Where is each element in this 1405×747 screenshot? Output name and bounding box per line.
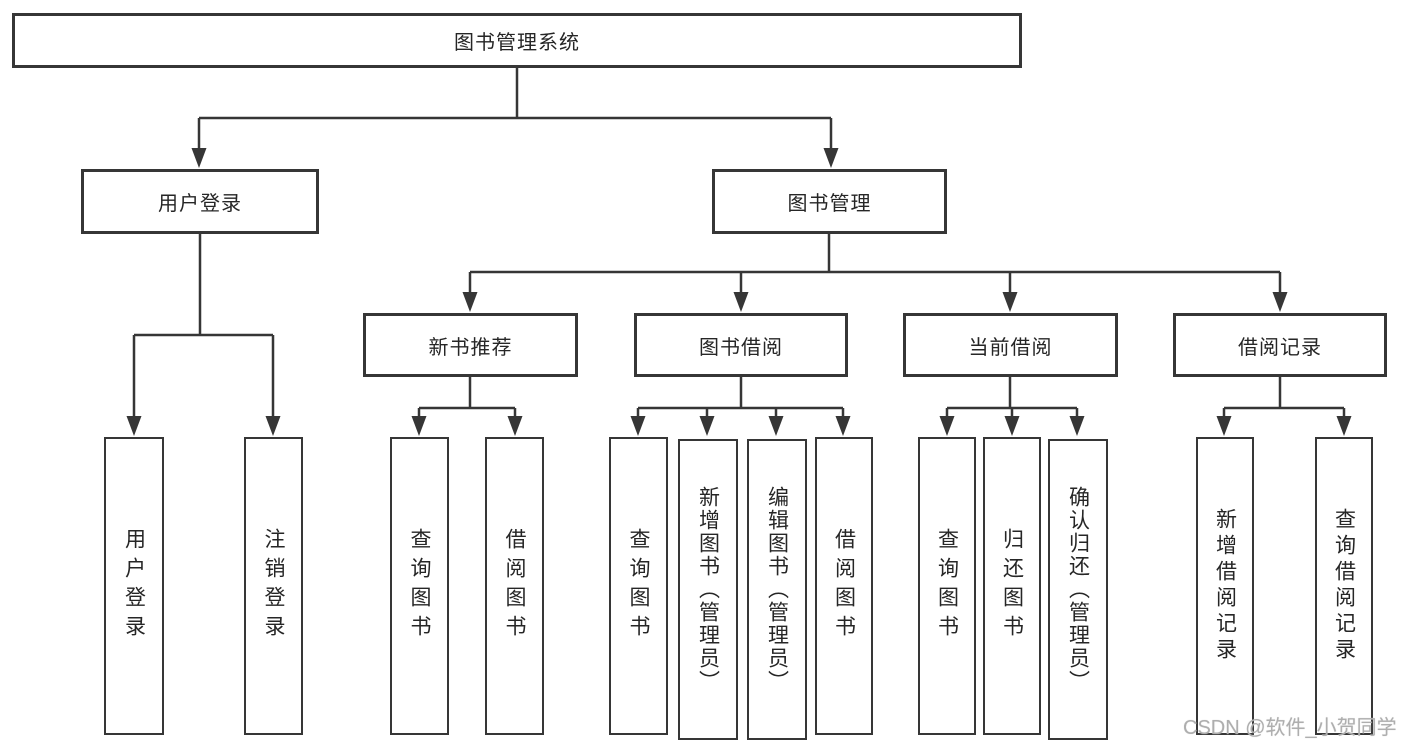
leaf-borrow-books-borrow: 借阅图书 xyxy=(815,437,873,735)
leaf-return-books: 归还图书 xyxy=(983,437,1041,735)
arrowhead-icon xyxy=(939,416,955,436)
connector-current-children xyxy=(939,377,1085,436)
csdn-watermark: CSDN @软件_小贺同学 xyxy=(1183,717,1397,739)
node-new-book-recommendation: 新书推荐 xyxy=(363,313,578,377)
arrowhead-icon xyxy=(1002,292,1018,312)
arrowhead-icon xyxy=(1004,416,1020,436)
leaf-confirm-return-admin: 确认归还（管理员） xyxy=(1048,439,1108,740)
node-book-borrowing: 图书借阅 xyxy=(634,313,848,377)
arrowhead-icon xyxy=(507,416,523,436)
leaf-query-books-borrow: 查询图书 xyxy=(609,437,668,735)
arrowhead-icon xyxy=(699,416,715,436)
leaf-query-books-current: 查询图书 xyxy=(918,437,976,735)
connector-newbook-children xyxy=(411,377,523,436)
leaf-edit-books-admin: 编辑图书（管理员） xyxy=(747,439,807,740)
leaf-query-borrow-record: 查询借阅记录 xyxy=(1315,437,1373,735)
arrowhead-icon xyxy=(126,416,142,436)
arrowhead-icon xyxy=(411,416,427,436)
node-book-management: 图书管理 xyxy=(712,169,947,234)
node-user-login: 用户登录 xyxy=(81,169,319,234)
arrowhead-icon xyxy=(823,148,839,168)
arrowhead-icon xyxy=(733,292,749,312)
arrowhead-icon xyxy=(462,292,478,312)
connector-root-to-level2 xyxy=(191,65,839,168)
connector-userlogin-children xyxy=(126,234,281,436)
node-borrowing-records: 借阅记录 xyxy=(1173,313,1387,377)
leaf-user-login: 用户登录 xyxy=(104,437,164,735)
leaf-logout: 注销登录 xyxy=(244,437,303,735)
arrowhead-icon xyxy=(835,416,851,436)
arrowhead-icon xyxy=(191,148,207,168)
node-library-management-system: 图书管理系统 xyxy=(12,13,1022,68)
connector-records-children xyxy=(1216,377,1352,436)
arrowhead-icon xyxy=(265,416,281,436)
connector-borrowing-children xyxy=(630,377,851,436)
leaf-add-books-admin: 新增图书（管理员） xyxy=(678,439,738,740)
arrowhead-icon xyxy=(768,416,784,436)
arrowhead-icon xyxy=(1069,416,1085,436)
leaf-query-books-newbook: 查询图书 xyxy=(390,437,449,735)
node-current-borrowing: 当前借阅 xyxy=(903,313,1118,377)
arrowhead-icon xyxy=(1336,416,1352,436)
connector-bookmgmt-to-level3 xyxy=(462,234,1288,312)
leaf-add-borrow-record: 新增借阅记录 xyxy=(1196,437,1254,735)
arrowhead-icon xyxy=(1216,416,1232,436)
leaf-borrow-books-newbook: 借阅图书 xyxy=(485,437,544,735)
arrowhead-icon xyxy=(1272,292,1288,312)
arrowhead-icon xyxy=(630,416,646,436)
